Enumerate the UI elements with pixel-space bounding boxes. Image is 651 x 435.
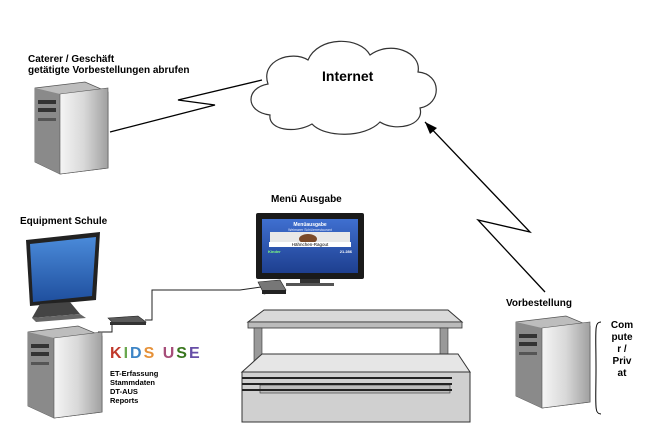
kids-use-letter: S: [143, 345, 157, 362]
menu-screen-left-badge: Kinder: [268, 249, 281, 254]
computer-privat-label: Com pute r / Priv at: [602, 320, 642, 380]
menu-screen-dish: Hähnchen-Ragout: [269, 242, 351, 247]
kids-use-letter: E: [188, 345, 202, 362]
school-monitor: [26, 232, 100, 322]
feature-item: Reports: [110, 396, 139, 405]
computer-privat-line: at: [617, 368, 627, 379]
computer-privat-line: Priv: [612, 356, 632, 367]
menu-output-label: Menü Ausgabe: [271, 194, 342, 205]
feature-item: DT-AUS: [110, 387, 138, 396]
network-switch: [107, 315, 147, 325]
caterer-computer-tower: [34, 81, 109, 175]
feature-list: ET-Erfassung Stammdaten DT-AUS Reports: [110, 369, 158, 405]
caterer-label-line2: getätigte Vorbestellungen abrufen: [28, 65, 190, 76]
vorbestellung-computer-tower: [515, 315, 591, 409]
computer-privat-line: r /: [617, 344, 627, 355]
school-computer-tower: [27, 325, 103, 419]
caterer-label: Caterer / Geschäft getätigte Vorbestellu…: [28, 54, 190, 76]
menu-screen-content: Menüausgabe Weimarer Schülerrestaurant H…: [262, 219, 358, 273]
menu-screen-footer: Kinder 21.286: [262, 247, 358, 256]
vorbestellung-label: Vorbestellung: [506, 298, 572, 309]
computer-privat-line: Com: [610, 320, 634, 331]
caterer-label-line1: Caterer / Geschäft: [28, 54, 115, 65]
feature-item: ET-Erfassung: [110, 369, 159, 378]
menu-screen-right-value: 21.286: [339, 249, 352, 254]
feature-item: Stammdaten: [110, 378, 156, 387]
caterer-internet-link: [109, 79, 263, 133]
kids-use-letter: K: [110, 345, 124, 362]
computer-privat-bracket: [595, 321, 602, 415]
switch-tower-cable: [98, 324, 113, 333]
menu-screen-subheading: Weimarer Schülerrestaurant: [288, 228, 332, 232]
card-reader: [257, 279, 287, 295]
kids-use-letter: U: [162, 345, 177, 362]
computer-privat-line: pute: [611, 332, 633, 343]
internet-cloud: [250, 40, 437, 135]
menu-screen-heading: Menüausgabe: [293, 222, 327, 228]
serving-counter: [240, 309, 471, 423]
vorbestellung-internet-arrow: [424, 121, 546, 293]
internet-label: Internet: [322, 68, 374, 84]
equipment-school-label: Equipment Schule: [20, 216, 108, 227]
kids-use-letter: S: [176, 345, 189, 362]
kids-use-logo: KIDS USE: [110, 345, 202, 363]
kids-use-letter: D: [130, 345, 144, 362]
kids-use-letter: I: [123, 345, 131, 362]
school-cable: [145, 285, 269, 321]
